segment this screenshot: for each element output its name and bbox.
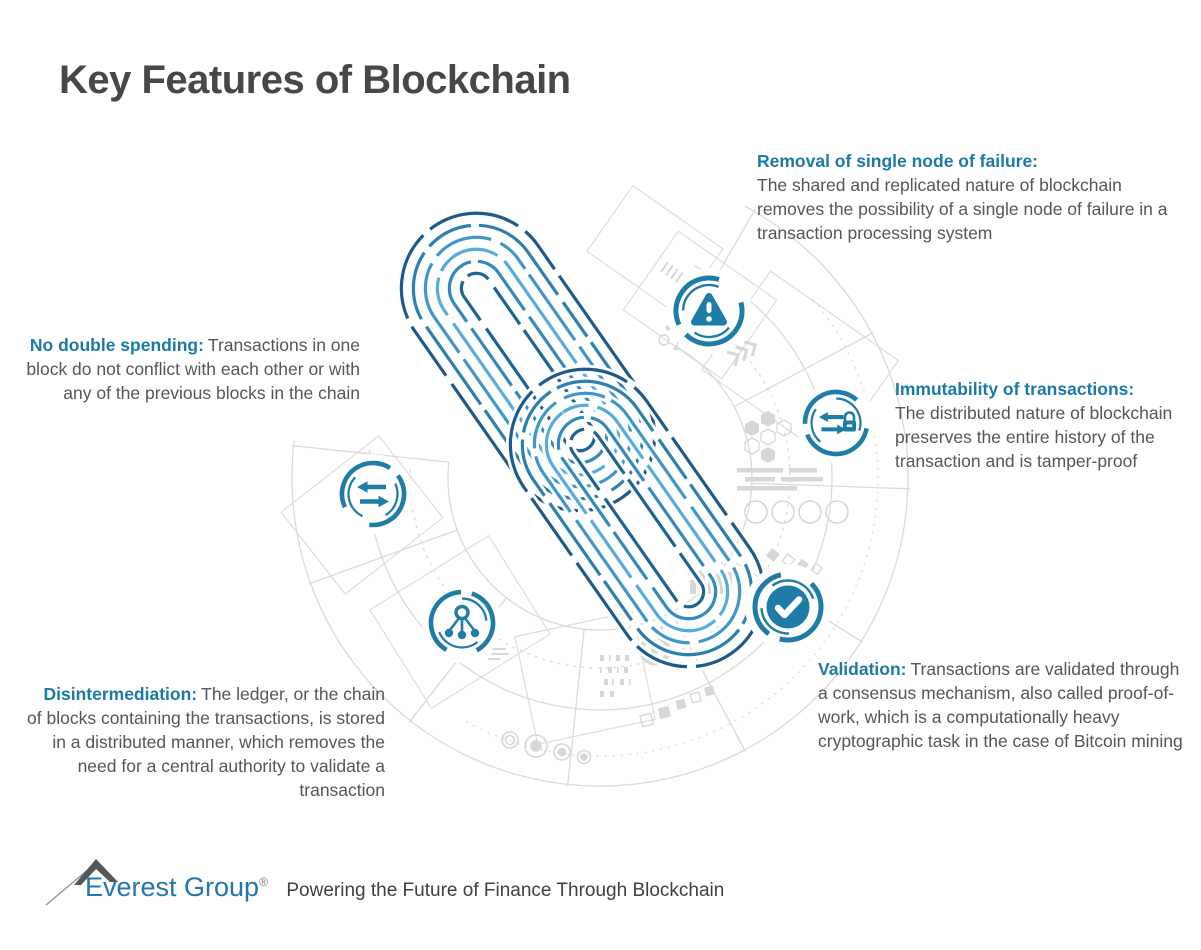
network-nodes-icon	[422, 583, 502, 663]
feature-heading: No double spending:	[29, 335, 204, 355]
alert-triangle-icon	[666, 268, 752, 354]
registered-mark: ®	[259, 875, 268, 889]
everest-group-mountain-icon	[45, 859, 118, 906]
exchange-lock-icon	[796, 383, 876, 463]
feature-body: The shared and replicated nature of bloc…	[757, 175, 1168, 243]
feature-body: Transactions in one block do not conflic…	[26, 335, 360, 403]
feature-body: Transactions are validated through a con…	[818, 659, 1183, 751]
feature-heading: Removal of single node of failure:	[757, 151, 1039, 171]
chain-link-bottom-icon	[505, 364, 769, 672]
chain-link-top-icon	[399, 211, 657, 513]
feature-immutability-of-transactions: Immutability of transactions: The distrib…	[895, 377, 1180, 473]
feature-heading: Immutability of transactions:	[895, 379, 1135, 399]
feature-disintermediation: Disintermediation:The ledger, or the cha…	[25, 682, 385, 802]
feature-body: The distributed nature of blockchain pre…	[895, 403, 1173, 471]
feature-heading: Disintermediation:	[43, 684, 198, 704]
check-circle-icon	[745, 564, 831, 650]
footer: Everest Group® Powering the Future of Fi…	[0, 840, 1201, 920]
feature-validation: Validation:Transactions are validated th…	[818, 657, 1193, 753]
exchange-arrows-icon	[333, 454, 413, 534]
footer-tagline: Powering the Future of Finance Through B…	[286, 880, 725, 901]
feature-removal-of-single-node-of-failure: Removal of single node of failure: The sh…	[757, 149, 1177, 245]
footer-text: Everest Group® Powering the Future of Fi…	[85, 872, 724, 903]
page-title: Key Features of Blockchain	[59, 58, 571, 102]
feature-heading: Validation:	[818, 659, 907, 679]
feature-body: The ledger, or the chain of blocks conta…	[27, 684, 385, 800]
everest-group-wordmark: Everest Group	[85, 872, 260, 902]
feature-no-double-spending: No double spending:Transactions in one b…	[20, 333, 360, 405]
